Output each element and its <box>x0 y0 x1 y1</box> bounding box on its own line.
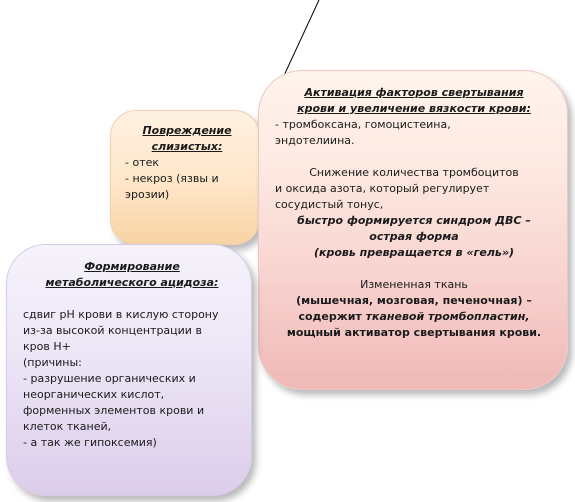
damage-title-line-2: слизистых: <box>151 140 223 153</box>
coag-p3-line-4: мощный активатор свертывания крови. <box>286 326 542 339</box>
coag-dic-line-3: (кровь превращается в «гель») <box>313 246 515 259</box>
coag-p2-line-2: и оксида азота, который регулирует <box>275 182 490 195</box>
coag-list-line-2: эндотелиина. <box>275 134 355 147</box>
acid-line-4: (причины: <box>23 356 82 369</box>
coag-p3-line-3: содержит тканевой тромбопластин, <box>275 309 553 325</box>
damage-item-edema: - отек <box>125 156 160 169</box>
coag-p2-line-1: Снижение количества тромбоцитов <box>309 166 519 179</box>
coag-p3-contains: содержит <box>298 310 366 323</box>
acid-title-line-1: Формирование <box>84 260 180 273</box>
acid-line-1: сдвиг рН крови в кислую сторону <box>23 308 219 321</box>
acid-title-line-2: метаболического ацидоза: <box>45 276 219 289</box>
coag-p3-line-1: Измененная ткань <box>360 278 468 291</box>
coagulation-activation-box: Активация факторов свертывания крови и у… <box>258 70 568 390</box>
acid-line-9: - а так же гипоксемия) <box>23 436 157 449</box>
coag-p2-line-3: сосудистый тонус, <box>275 198 384 211</box>
coag-list-line-1: - тромбоксана, гомоцистеина, <box>275 118 451 131</box>
coag-p3-line-2: (мышечная, мозговая, печеночная) – <box>296 294 532 307</box>
mucosa-damage-box: Повреждение слизистых: - отек - некроз (… <box>110 110 260 245</box>
coag-title-line-2: крови и увеличение вязкости крови: <box>297 102 531 115</box>
acid-line-8: клеток тканей, <box>23 420 112 433</box>
acid-line-5: - разрушение органических и <box>23 372 196 385</box>
acid-line-7: форменных элементов крови и <box>23 404 205 417</box>
acid-line-3: кров Н+ <box>23 340 71 353</box>
coag-title-line-1: Активация факторов свертывания <box>304 86 524 99</box>
acid-line-6: неорганических кислот, <box>23 388 165 401</box>
coag-p3-thromboplastin: тканевой тромбопластин, <box>365 310 530 323</box>
damage-item-erosion: эрозии) <box>125 188 170 201</box>
coag-dic-line-2: острая форма <box>369 230 459 243</box>
damage-title-line-1: Повреждение <box>142 124 232 137</box>
metabolic-acidosis-box: Формирование метаболического ацидоза: сд… <box>6 244 252 496</box>
damage-item-necrosis: - некроз (язвы и <box>125 172 219 185</box>
acid-line-2: из-за высокой концентрации в <box>23 324 202 337</box>
coag-dic-line-1: быстро формируется синдром ДВС – <box>297 214 531 227</box>
